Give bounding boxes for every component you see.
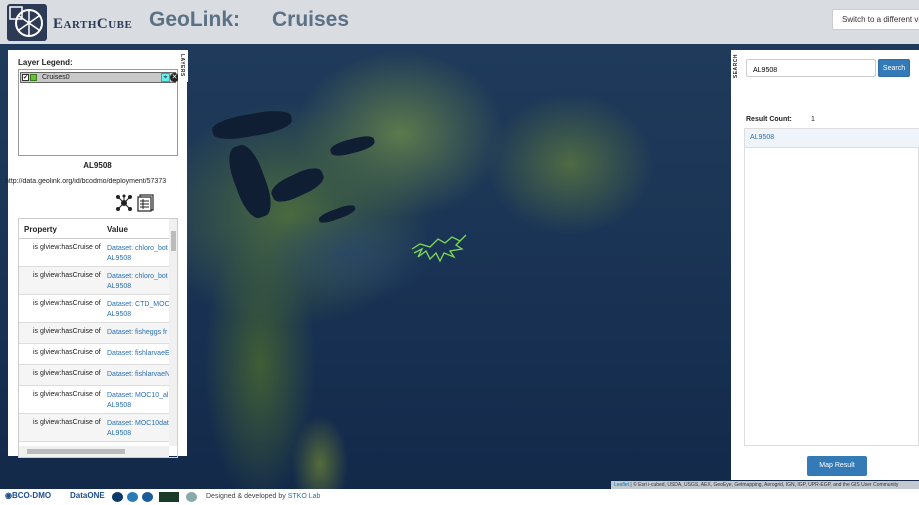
row-property: is glview:hasCruise of bbox=[33, 244, 101, 251]
value-line[interactable]: Dataset: MOC10_al bbox=[107, 392, 169, 399]
cruise-track-line[interactable] bbox=[410, 229, 470, 269]
map-lake bbox=[210, 107, 294, 143]
row-property: is glview:hasCruise of bbox=[33, 272, 101, 279]
partner-logo-icon[interactable] bbox=[159, 492, 179, 502]
table-row: is glview:hasCruise of Dataset: chloro_bo… bbox=[19, 239, 169, 267]
row-property: is glview:hasCruise of bbox=[33, 300, 101, 307]
earthcube-logo-text: EarthCube bbox=[53, 16, 133, 32]
value-line[interactable]: Dataset: CTD_MOC bbox=[107, 301, 169, 308]
partner-logo-icon[interactable] bbox=[112, 492, 123, 502]
scroll-thumb[interactable] bbox=[27, 449, 125, 454]
header-property: Property bbox=[24, 225, 57, 234]
search-input[interactable] bbox=[746, 59, 876, 77]
table-row: is glview:hasCruise of Dataset: fishlarva… bbox=[19, 365, 169, 386]
table-row: is glview:hasCruise of Dataset: chloro_bo… bbox=[19, 267, 169, 295]
row-property: is glview:hasCruise of bbox=[33, 370, 101, 377]
scroll-thumb[interactable] bbox=[171, 231, 176, 251]
legend-title: Layer Legend: bbox=[18, 58, 73, 67]
map-lake bbox=[267, 163, 328, 207]
result-count-value: 1 bbox=[811, 116, 815, 123]
header: EarthCube GeoLink: Cruises Switch to a d… bbox=[0, 0, 919, 44]
partner-logo-icon[interactable] bbox=[127, 492, 138, 502]
stko-lab-link[interactable]: STKO Lab bbox=[287, 493, 321, 500]
footer-credit: Designed & developed by STKO Lab bbox=[206, 493, 321, 500]
value-line[interactable]: AL9508 bbox=[107, 311, 132, 318]
table-horizontal-scrollbar[interactable] bbox=[19, 446, 169, 457]
value-line[interactable]: AL9508 bbox=[107, 402, 132, 409]
table-vertical-scrollbar[interactable] bbox=[169, 219, 177, 446]
layer-legend: ✔ Cruises0 ⌖ ✕ bbox=[18, 69, 179, 156]
row-property: is glview:hasCruise of bbox=[33, 419, 101, 426]
row-property: is glview:hasCruise of bbox=[33, 391, 101, 398]
footer: ◉BCO-DMO DataONE Designed & developed by… bbox=[0, 489, 919, 505]
selected-feature-uri[interactable]: http://data.geolink.org/id/bcodmo/deploy… bbox=[5, 178, 167, 185]
table-header: Property Value bbox=[19, 219, 169, 239]
property-table: Property Value is glview:hasCruise of Dat… bbox=[18, 218, 178, 458]
map-lake bbox=[223, 141, 277, 222]
layer-item-cruises0[interactable]: ✔ Cruises0 ⌖ ✕ bbox=[20, 72, 179, 83]
result-list: AL9508 bbox=[744, 128, 919, 446]
app-title: GeoLink: bbox=[149, 8, 241, 31]
row-value-link[interactable]: Dataset: fisheggs fr bbox=[107, 328, 169, 338]
zoom-to-layer-icon[interactable]: ⌖ bbox=[161, 73, 170, 82]
layer-color-swatch bbox=[30, 74, 37, 81]
value-line[interactable]: AL9508 bbox=[107, 255, 132, 262]
header-value: Value bbox=[107, 225, 128, 234]
list-item[interactable]: AL9508 bbox=[745, 129, 919, 148]
value-line[interactable]: Dataset: MOC10dat bbox=[107, 420, 169, 427]
map-result-button[interactable]: Map Result bbox=[807, 456, 867, 476]
value-line[interactable]: Dataset: fishlarvaeN bbox=[107, 371, 169, 378]
row-property: is glview:hasCruise of bbox=[33, 349, 101, 356]
layer-checkbox[interactable]: ✔ bbox=[22, 74, 29, 81]
search-panel: Search Result Count: 1 AL9508 Map Result bbox=[731, 50, 919, 480]
row-value-link[interactable]: Dataset: CTD_MOC AL9508 bbox=[107, 300, 169, 320]
map-attribution: Leaflet | © Esri i-cubed, USDA, USGS, AE… bbox=[611, 481, 919, 489]
value-line[interactable]: Dataset: fisheggs fr bbox=[107, 329, 168, 336]
partner-logo-icon[interactable] bbox=[142, 492, 153, 502]
layer-label: Cruises0 bbox=[42, 74, 70, 81]
value-line[interactable]: AL9508 bbox=[107, 430, 132, 437]
value-line[interactable]: Dataset: fishlarvaeE bbox=[107, 350, 169, 357]
partner-logo-icon[interactable] bbox=[186, 492, 197, 502]
row-value-link[interactable]: Dataset: fishlarvaeN bbox=[107, 370, 169, 380]
map-lake bbox=[328, 133, 377, 159]
selected-feature-title: AL9508 bbox=[83, 161, 112, 170]
row-property: is glview:hasCruise of bbox=[33, 328, 101, 335]
map-lake bbox=[317, 202, 357, 226]
result-count-label: Result Count: bbox=[746, 116, 792, 123]
table-row: is glview:hasCruise of Dataset: fisheggs … bbox=[19, 323, 169, 344]
switch-view-button[interactable]: Switch to a different view bbox=[832, 9, 919, 30]
layers-tab[interactable]: LAYERS bbox=[178, 50, 188, 82]
dataone-logo[interactable]: DataONE bbox=[70, 491, 105, 500]
row-value-link[interactable]: Dataset: fishlarvaeE bbox=[107, 349, 169, 359]
value-line[interactable]: Dataset: chloro_bot bbox=[107, 273, 168, 280]
leaflet-link[interactable]: Leaflet bbox=[614, 482, 630, 488]
earthcube-globe-icon bbox=[7, 4, 47, 41]
table-row: is glview:hasCruise of Dataset: CTD_MOC AL… bbox=[19, 295, 169, 323]
bcodmo-logo[interactable]: ◉BCO-DMO bbox=[5, 491, 52, 500]
value-line[interactable]: AL9508 bbox=[107, 283, 132, 290]
remove-layer-icon[interactable]: ✕ bbox=[170, 73, 179, 82]
page-title: Cruises bbox=[272, 8, 350, 31]
search-button[interactable]: Search bbox=[878, 59, 910, 77]
value-line[interactable]: Dataset: chloro_bot bbox=[107, 245, 168, 252]
layers-panel: Layer Legend: ✔ Cruises0 ⌖ ✕ AL9508 http… bbox=[5, 50, 187, 458]
graph-view-icon[interactable] bbox=[115, 194, 133, 212]
table-row: is glview:hasCruise of Dataset: fishlarva… bbox=[19, 344, 169, 365]
table-view-icon[interactable] bbox=[137, 194, 154, 212]
